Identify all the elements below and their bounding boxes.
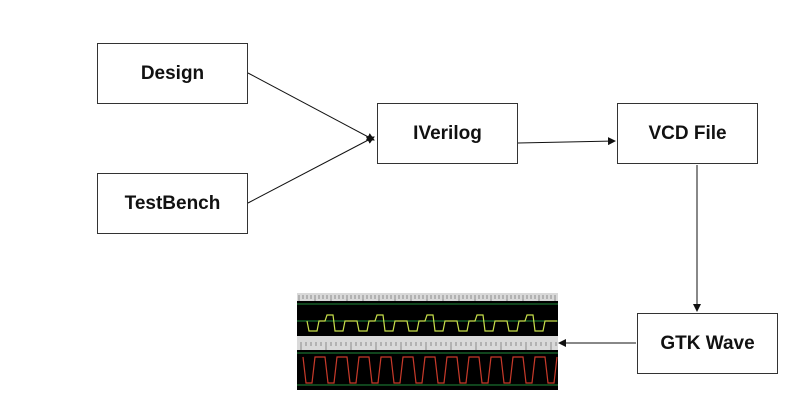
testbench-node: TestBench (97, 173, 248, 234)
vcd-file-node: VCD File (617, 103, 758, 164)
red-signal-panel (297, 350, 558, 390)
middle-ruler (297, 336, 558, 350)
green-signal-panel (297, 301, 558, 336)
middle-ruler-ticks (300, 342, 557, 350)
arrow-iverilog-to-vcd (517, 137, 616, 146)
green-signal-trace (306, 314, 557, 332)
arrow-testbench-to-iverilog (247, 136, 375, 204)
design-label: Design (140, 62, 205, 84)
top-ruler (297, 293, 558, 301)
arrow-design-to-iverilog (247, 72, 375, 141)
vcd-file-label: VCD File (648, 122, 727, 144)
iverilog-node: IVerilog (377, 103, 518, 164)
gtk-wave-label: GTK Wave (660, 332, 755, 354)
waveform-screenshot (297, 293, 558, 390)
red-signal-trace (302, 356, 558, 384)
top-ruler-ticks (298, 295, 556, 301)
testbench-label: TestBench (124, 192, 221, 214)
gtk-wave-node: GTK Wave (637, 313, 778, 374)
iverilog-label: IVerilog (413, 122, 482, 144)
design-node: Design (97, 43, 248, 104)
